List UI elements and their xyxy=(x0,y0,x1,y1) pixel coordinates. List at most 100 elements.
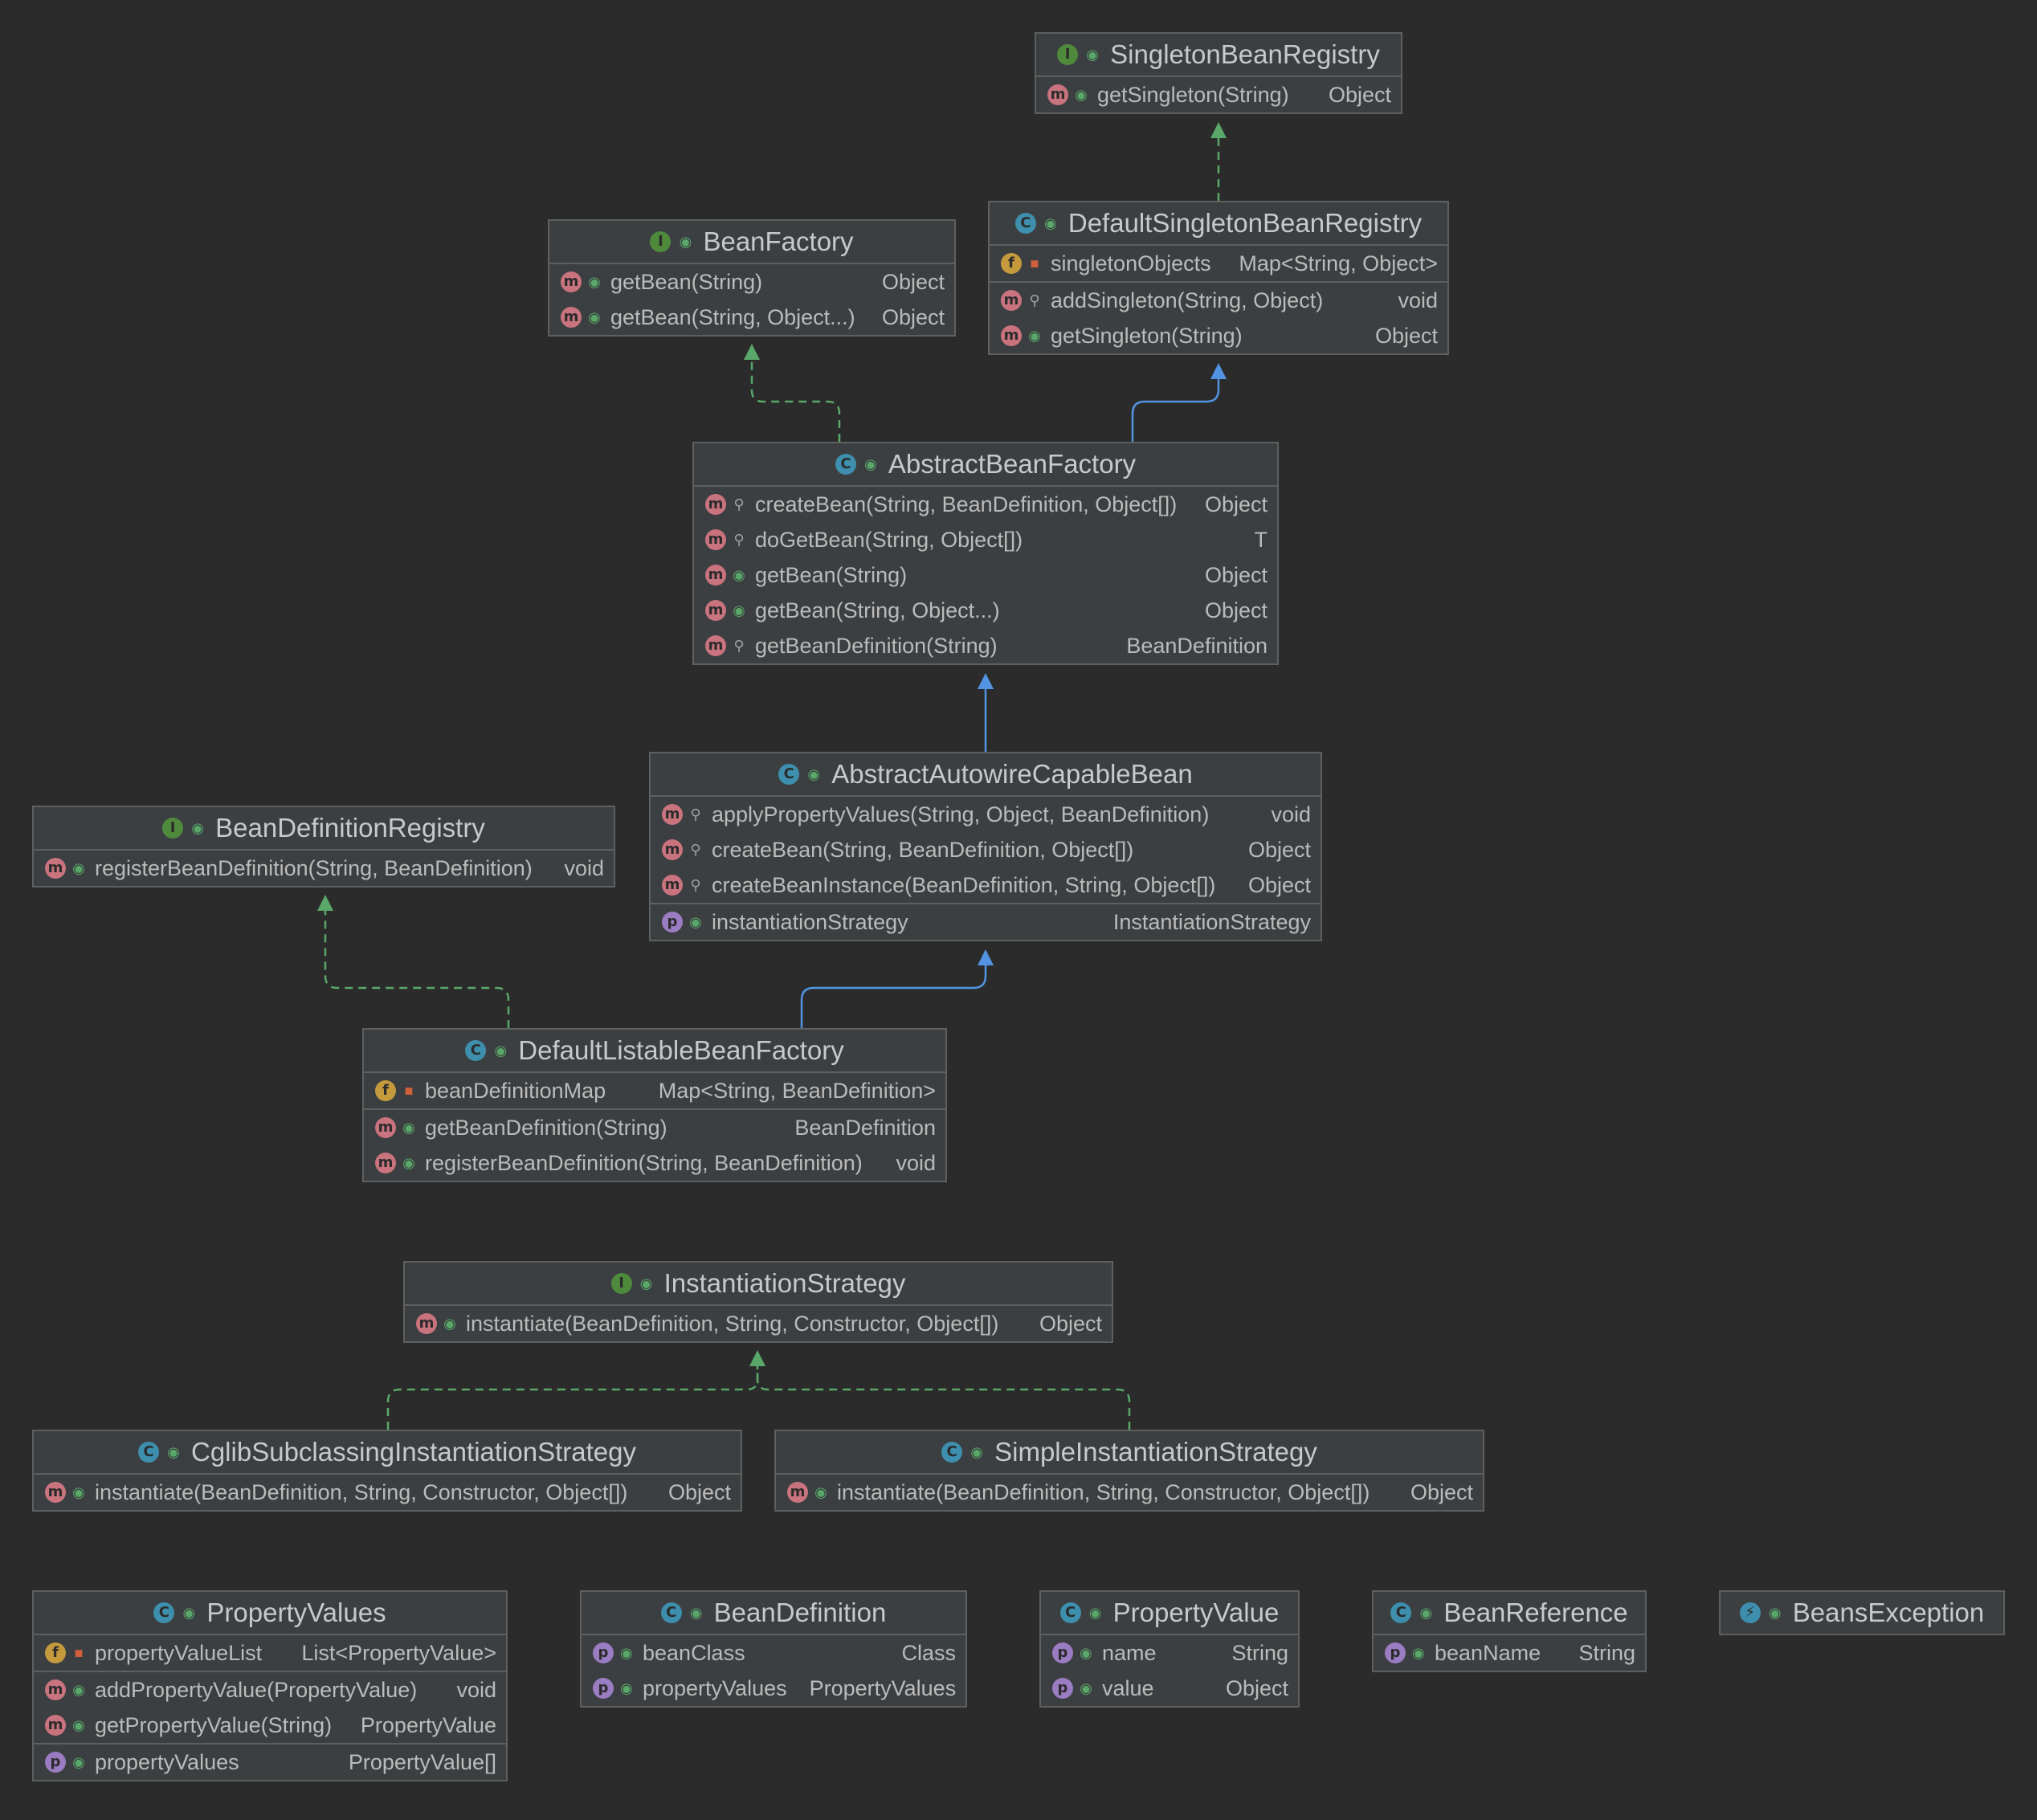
member-row[interactable]: p ◉ beanName String xyxy=(1374,1635,1645,1671)
member-row[interactable]: m ◉ registerBeanDefinition(String, BeanD… xyxy=(364,1145,945,1181)
member-type: BeanDefinition xyxy=(1126,633,1268,658)
public-visibility-icon: ◉ xyxy=(588,273,601,290)
interface-icon: I xyxy=(1057,44,1079,65)
member-row[interactable]: m ◉ getBean(String) Object xyxy=(549,264,954,300)
member-row[interactable]: m ◉ instantiate(BeanDefinition, String, … xyxy=(405,1306,1112,1341)
member-row[interactable]: m ◉ registerBeanDefinition(String, BeanD… xyxy=(34,851,614,886)
method-icon: m xyxy=(45,1715,66,1736)
member-row[interactable]: f ■ singletonObjects Map<String, Object> xyxy=(990,246,1447,281)
member-type: T xyxy=(1254,527,1268,552)
class-beans-exception[interactable]: ⚡ ◉ BeansException xyxy=(1719,1590,2005,1635)
member-row[interactable]: m ⚲ doGetBean(String, Object[]) T xyxy=(694,522,1277,557)
member-row[interactable]: m ⚲ addSingleton(String, Object) void xyxy=(990,281,1447,318)
class-abstract-bean-factory[interactable]: C ◉ AbstractBeanFactory m ⚲ createBean(S… xyxy=(692,442,1279,665)
class-header: I ◉ SingletonBeanRegistry xyxy=(1036,34,1401,77)
class-bean-definition[interactable]: C ◉ BeanDefinition p ◉ beanClass Class p… xyxy=(580,1590,967,1708)
member-row[interactable]: m ⚲ createBean(String, BeanDefinition, O… xyxy=(694,487,1277,522)
property-icon: p xyxy=(45,1752,66,1773)
public-visibility-icon: ◉ xyxy=(1412,1644,1425,1661)
member-row[interactable]: p ◉ propertyValues PropertyValues xyxy=(582,1671,965,1706)
member-name: getBeanDefinition(String) xyxy=(425,1115,667,1140)
member-name: getBeanDefinition(String) xyxy=(755,633,998,658)
member-name: instantiate(BeanDefinition, String, Cons… xyxy=(466,1311,999,1336)
abstract-class-icon: C xyxy=(778,764,800,785)
member-type: Object xyxy=(1204,492,1268,516)
class-name: PropertyValue xyxy=(1112,1598,1280,1627)
class-property-value[interactable]: C ◉ PropertyValue p ◉ name String p ◉ va… xyxy=(1039,1590,1300,1708)
class-icon: C xyxy=(941,1442,963,1463)
class-icon: C xyxy=(138,1442,159,1463)
protected-key-icon: ⚲ xyxy=(690,876,701,893)
public-visibility-icon: ◉ xyxy=(864,455,877,472)
member-name: propertyValues xyxy=(95,1749,239,1774)
class-bean-definition-registry[interactable]: I ◉ BeanDefinitionRegistry m ◉ registerB… xyxy=(32,806,615,888)
member-row[interactable]: f ■ propertyValueList List<PropertyValue… xyxy=(34,1635,506,1671)
member-type: Object xyxy=(1247,872,1311,897)
member-row[interactable]: m ◉ getBean(String, Object...) Object xyxy=(694,593,1277,628)
class-bean-reference[interactable]: C ◉ BeanReference p ◉ beanName String xyxy=(1372,1590,1647,1672)
public-visibility-icon: ◉ xyxy=(72,1716,85,1733)
class-default-singleton-bean-registry[interactable]: C ◉ DefaultSingletonBeanRegistry f ■ sin… xyxy=(988,201,1449,355)
class-cglib-subclassing-instantiation-strategy[interactable]: C ◉ CglibSubclassingInstantiationStrateg… xyxy=(32,1430,742,1512)
member-type: Map<String, BeanDefinition> xyxy=(658,1078,936,1103)
private-lock-icon: ■ xyxy=(1030,255,1039,271)
interface-icon: I xyxy=(650,231,672,252)
member-row[interactable]: m ◉ getBean(String) Object xyxy=(694,557,1277,593)
class-name: BeanFactory xyxy=(703,226,854,256)
class-instantiation-strategy[interactable]: I ◉ InstantiationStrategy m ◉ instantiat… xyxy=(403,1261,1113,1343)
class-abstract-autowire-capable-bean[interactable]: C ◉ AbstractAutowireCapableBean m ⚲ appl… xyxy=(649,752,1322,941)
member-row[interactable]: m ◉ getSingleton(String) Object xyxy=(1036,77,1401,112)
class-property-values[interactable]: C ◉ PropertyValues f ■ propertyValueList… xyxy=(32,1590,508,1781)
member-name: registerBeanDefinition(String, BeanDefin… xyxy=(95,855,533,880)
member-name: getBean(String, Object...) xyxy=(610,304,855,329)
method-icon: m xyxy=(662,875,683,896)
class-name: BeansException xyxy=(1792,1598,1985,1627)
member-type: Object xyxy=(1204,598,1268,622)
member-row[interactable]: p ◉ value Object xyxy=(1041,1671,1298,1706)
member-type: PropertyValue xyxy=(360,1712,496,1737)
public-visibility-icon: ◉ xyxy=(1044,214,1057,231)
class-simple-instantiation-strategy[interactable]: C ◉ SimpleInstantiationStrategy m ◉ inst… xyxy=(774,1430,1484,1512)
member-row[interactable]: p ◉ beanClass Class xyxy=(582,1635,965,1671)
member-name: createBean(String, BeanDefinition, Objec… xyxy=(755,492,1178,516)
class-bean-factory[interactable]: I ◉ BeanFactory m ◉ getBean(String) Obje… xyxy=(548,219,956,337)
member-row[interactable]: m ◉ instantiate(BeanDefinition, String, … xyxy=(776,1475,1483,1510)
member-row[interactable]: p ◉ instantiationStrategy InstantiationS… xyxy=(651,903,1321,940)
member-row[interactable]: p ◉ name String xyxy=(1041,1635,1298,1671)
member-row[interactable]: p ◉ propertyValues PropertyValue[] xyxy=(34,1743,506,1780)
method-icon: m xyxy=(705,635,726,656)
public-visibility-icon: ◉ xyxy=(814,1483,827,1500)
class-default-listable-bean-factory[interactable]: C ◉ DefaultListableBeanFactory f ■ beanD… xyxy=(362,1028,947,1182)
member-type: Object xyxy=(667,1479,731,1504)
member-name: addSingleton(String, Object) xyxy=(1051,288,1324,312)
edge-cglib-to-instantiation-strategy xyxy=(386,1363,759,1430)
public-visibility-icon: ◉ xyxy=(1086,46,1099,63)
class-singleton-bean-registry[interactable]: I ◉ SingletonBeanRegistry m ◉ getSinglet… xyxy=(1035,32,1402,114)
public-visibility-icon: ◉ xyxy=(182,1604,196,1621)
member-row[interactable]: m ◉ addPropertyValue(PropertyValue) void xyxy=(34,1671,506,1708)
class-header: I ◉ InstantiationStrategy xyxy=(405,1263,1112,1306)
member-row[interactable]: f ■ beanDefinitionMap Map<String, BeanDe… xyxy=(364,1073,945,1108)
member-row[interactable]: m ⚲ applyPropertyValues(String, Object, … xyxy=(651,797,1321,832)
member-row[interactable]: m ◉ getPropertyValue(String) PropertyVal… xyxy=(34,1708,506,1743)
public-visibility-icon: ◉ xyxy=(620,1644,633,1661)
member-name: propertyValues xyxy=(643,1675,787,1700)
member-row[interactable]: m ◉ getBean(String, Object...) Object xyxy=(549,300,954,335)
class-header: C ◉ DefaultSingletonBeanRegistry xyxy=(990,202,1447,246)
public-visibility-icon: ◉ xyxy=(167,1443,180,1460)
class-header: C ◉ DefaultListableBeanFactory xyxy=(364,1030,945,1073)
member-row[interactable]: m ⚲ createBeanInstance(BeanDefinition, S… xyxy=(651,867,1321,903)
member-row[interactable]: m ⚲ createBean(String, BeanDefinition, O… xyxy=(651,832,1321,867)
method-icon: m xyxy=(45,1679,66,1700)
member-type: Object xyxy=(881,304,945,329)
member-name: getBean(String) xyxy=(610,269,763,294)
member-row[interactable]: m ◉ getBeanDefinition(String) BeanDefini… xyxy=(364,1108,945,1145)
member-type: Map<String, Object> xyxy=(1239,251,1438,275)
member-type: Object xyxy=(881,269,945,294)
member-row[interactable]: m ◉ getSingleton(String) Object xyxy=(990,318,1447,353)
member-row[interactable]: m ◉ instantiate(BeanDefinition, String, … xyxy=(34,1475,741,1510)
class-icon: C xyxy=(660,1602,682,1623)
member-row[interactable]: m ⚲ getBeanDefinition(String) BeanDefini… xyxy=(694,628,1277,663)
member-type: Class xyxy=(901,1640,956,1665)
